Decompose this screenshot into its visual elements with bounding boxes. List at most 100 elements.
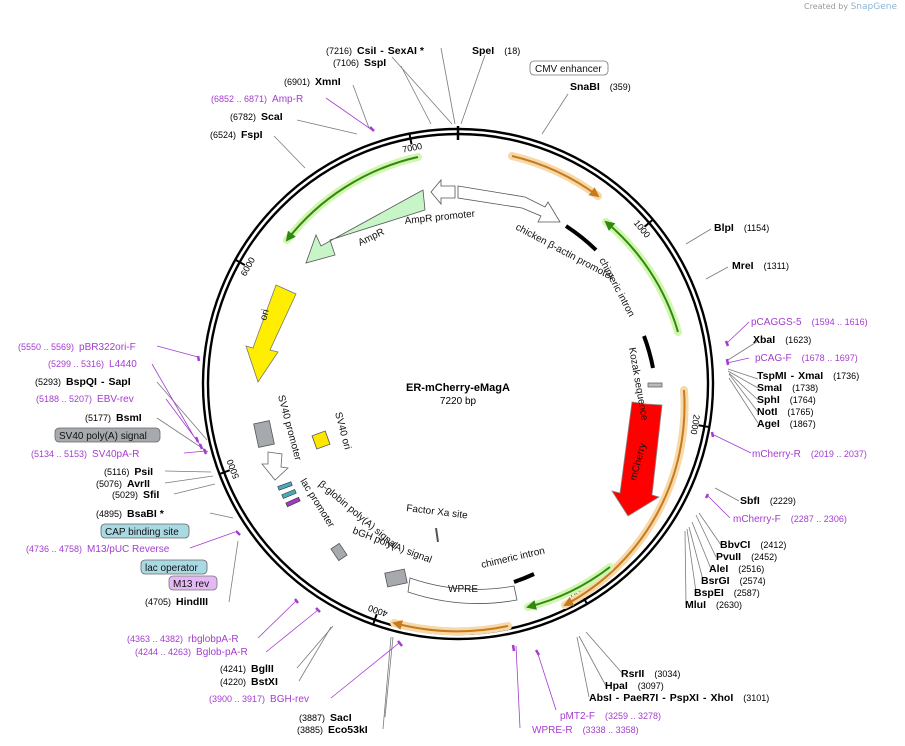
site-bspqi: (5293)BspQI-SapI bbox=[35, 376, 131, 388]
cds-arc-top-left bbox=[283, 153, 422, 244]
inner-features bbox=[245, 178, 663, 604]
m13-rev-label-box bbox=[168, 575, 218, 591]
site-sbfi: SbfI(2229) bbox=[740, 495, 796, 507]
brand-name: SnapGene bbox=[850, 2, 897, 12]
m13-rev-label: M13 rev bbox=[173, 579, 209, 590]
site-absi: AbsI-PaeR7I-PspXI-XhoI(3101) bbox=[589, 692, 769, 704]
site-mrei: MreI(1311) bbox=[732, 260, 789, 272]
site-hindiii: (4705)HindIII bbox=[145, 596, 208, 608]
orf-arc-right-line bbox=[563, 389, 686, 606]
label-chicken-actin-promoter: chicken β-actin promoter bbox=[514, 222, 617, 284]
site-leaders bbox=[156, 47, 759, 730]
site-spei: SpeI(18) bbox=[472, 45, 520, 57]
label-chimeric-intron-bottom: chimeric intron bbox=[480, 546, 546, 571]
primer-mcherry-r: mCherry-R(2019 .. 2037) bbox=[752, 449, 867, 460]
label-bgh-polya: bGH poly(A) signal bbox=[351, 526, 433, 566]
site-noti: NotI(1765) bbox=[757, 406, 813, 418]
primer-ticks bbox=[194, 126, 730, 656]
primer-labels: (6852 .. 6871)Amp-R pCAGGS-5(1594 .. 161… bbox=[18, 94, 868, 736]
chimeric-intron-right bbox=[642, 335, 655, 369]
sv40-polya-label-box bbox=[54, 427, 161, 443]
site-mlui: MluI(2630) bbox=[685, 599, 742, 611]
primer-sv40pa-r: (5134 .. 5153)SV40pA-R bbox=[31, 449, 139, 460]
snapgene-watermark: Created by SnapGene bbox=[804, 2, 897, 12]
tick-label-4000: 4000 bbox=[367, 603, 389, 619]
site-bbvci: BbvCI(2412) bbox=[720, 539, 786, 551]
globin-polya-box bbox=[330, 542, 348, 562]
site-scai: (6782)ScaI bbox=[230, 111, 283, 123]
site-alei: AleI(2516) bbox=[709, 563, 764, 575]
kozak-box bbox=[647, 382, 663, 388]
label-sv40-promoter: SV40 promoter bbox=[275, 394, 303, 462]
primer-ebv-rev: (5188 .. 5207)EBV-rev bbox=[36, 394, 134, 405]
site-labels: (7216)CsiI-SexAI * SpeI(18) (7106)SspI (… bbox=[35, 45, 859, 736]
site-blpi: BlpI(1154) bbox=[714, 222, 769, 234]
sv40-promoter-arrow bbox=[261, 451, 289, 481]
sv40-polya-label: SV40 poly(A) signal bbox=[59, 431, 147, 442]
site-avrii: (5076)AvrII bbox=[96, 478, 150, 490]
primer-pbr322ori-f: (5550 .. 5569)pBR322ori-F bbox=[18, 342, 136, 353]
m13-rev-box bbox=[285, 496, 301, 508]
ori-arrow bbox=[245, 284, 297, 383]
primer-l4440: (5299 .. 5316)L4440 bbox=[48, 359, 137, 370]
label-chimeric-intron-top: chimeric intron bbox=[596, 256, 636, 319]
site-csii: (7216)CsiI-SexAI * bbox=[326, 45, 425, 57]
site-bsmi: (5177)BsmI bbox=[85, 412, 142, 424]
primer-leaders bbox=[151, 97, 752, 729]
chimeric-intron-bottom bbox=[513, 572, 535, 584]
plasmid-size: 7220 bp bbox=[440, 396, 477, 407]
site-bstxi: (4220)BstXI bbox=[220, 676, 278, 688]
primer-pcag-f: pCAG-F(1678 .. 1697) bbox=[755, 353, 858, 364]
site-agei: AgeI(1867) bbox=[757, 418, 816, 430]
sv40-ori-box bbox=[311, 430, 331, 450]
site-psii: (5116)PsiI bbox=[104, 466, 153, 478]
site-smai: SmaI(1738) bbox=[757, 382, 818, 394]
tick-mark-4000 bbox=[372, 613, 378, 625]
cds-arc-bottom-line bbox=[526, 566, 611, 610]
factor-xa-site bbox=[435, 527, 439, 543]
orf-arc-cmv-line bbox=[511, 155, 600, 198]
primer-wpre-r: WPRE-R(3338 .. 3358) bbox=[532, 725, 639, 736]
orf-arcs bbox=[283, 152, 689, 636]
tick-label-2000: 2000 bbox=[689, 414, 702, 435]
chimeric-intron-top bbox=[564, 224, 598, 252]
site-bspei: BspEI(2587) bbox=[694, 587, 760, 599]
label-factor-xa: Factor Xa site bbox=[406, 503, 469, 521]
boxed-feature-labels: CMV enhancer SV40 poly(A) signal CAP bin… bbox=[54, 60, 609, 591]
sv40-polya-box bbox=[253, 420, 275, 448]
site-bsrgi: BsrGI(2574) bbox=[701, 575, 766, 587]
tick-mark-7000 bbox=[408, 133, 413, 145]
primer-pmt2-f: pMT2-F(3259 .. 3278) bbox=[560, 711, 661, 722]
plasmid-name: ER-mCherry-eMagA bbox=[406, 382, 510, 394]
lac-operator-label-box bbox=[140, 559, 208, 575]
cds-arc-top-left-line bbox=[285, 156, 419, 242]
site-bglii: (4241)BglII bbox=[220, 663, 274, 675]
tick-mark-1000 bbox=[643, 218, 654, 228]
cmv-enhancer-box bbox=[529, 60, 609, 76]
site-tspmi: TspMI-XmaI(1736) bbox=[757, 370, 859, 382]
site-sphi: SphI(1764) bbox=[757, 394, 816, 406]
cap-site-box bbox=[277, 481, 293, 491]
site-xmni: (6901)XmnI bbox=[284, 76, 341, 88]
tick-mark-6000 bbox=[234, 258, 246, 266]
site-saci: (3887)SacI bbox=[299, 712, 352, 724]
label-wpre: WPRE bbox=[448, 584, 478, 595]
cap-binding-label: CAP binding site bbox=[105, 527, 179, 538]
primer-m13-puc-reverse: (4736 .. 4758)M13/pUC Reverse bbox=[26, 544, 170, 555]
site-fspi: (6524)FspI bbox=[210, 129, 263, 141]
primer-mcherry-f: mCherry-F(2287 .. 2306) bbox=[733, 514, 847, 525]
primer-amp-r: (6852 .. 6871)Amp-R bbox=[211, 94, 303, 105]
bgh-polya-box bbox=[384, 568, 408, 588]
site-pvuii: PvuII(2452) bbox=[716, 551, 777, 563]
lac-operator-box bbox=[281, 489, 297, 499]
primer-bglob-pa-r: (4244 .. 4263)Bglob-pA-R bbox=[135, 647, 248, 658]
site-sspi: (7106)SspI bbox=[333, 57, 386, 69]
site-bsabi: (4895)BsaBI * bbox=[96, 508, 165, 520]
orf-arc-bottom-line bbox=[392, 620, 509, 633]
site-xbai: XbaI(1623) bbox=[753, 334, 811, 346]
mcherry-arrow bbox=[611, 401, 663, 517]
label-ori: ori bbox=[258, 308, 272, 322]
chicken-actin-promoter-arrow bbox=[457, 185, 561, 223]
tick-mark-5000 bbox=[219, 469, 231, 476]
